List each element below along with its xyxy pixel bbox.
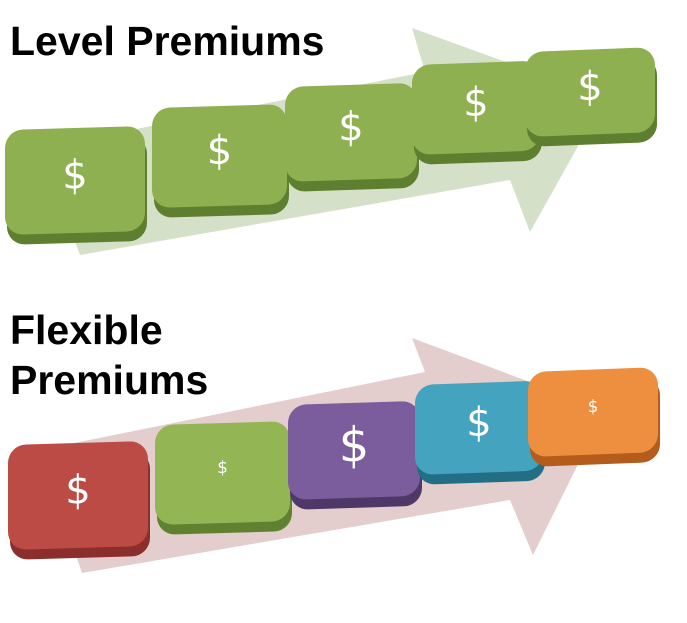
premium-tile: $: [285, 83, 419, 192]
dollar-sign-icon: $: [463, 79, 488, 126]
dollar-sign-icon: $: [339, 417, 370, 474]
premium-tile: $: [155, 421, 292, 535]
dollar-sign-icon: $: [65, 467, 90, 514]
dollar-sign-icon: $: [207, 128, 232, 175]
dollar-sign-icon: $: [338, 104, 363, 151]
premium-tile: $: [415, 381, 545, 485]
dollar-sign-icon: $: [588, 397, 599, 417]
dollar-sign-icon: $: [217, 458, 228, 478]
premium-tile: $: [5, 126, 147, 245]
level-premiums-title: Level Premiums: [10, 18, 325, 64]
title-line-2: Premiums: [10, 357, 209, 403]
dollar-sign-icon: $: [577, 64, 602, 111]
dollar-sign-icon: $: [466, 399, 491, 446]
dollar-sign-icon: $: [62, 152, 87, 199]
title-line-1: Flexible: [10, 307, 163, 353]
premium-tile: $: [288, 401, 422, 510]
premium-tile: $: [528, 367, 660, 467]
premium-tile: $: [412, 61, 542, 165]
premium-tile: $: [525, 47, 657, 147]
premium-tile: $: [8, 441, 150, 560]
premium-tile: $: [152, 104, 289, 218]
